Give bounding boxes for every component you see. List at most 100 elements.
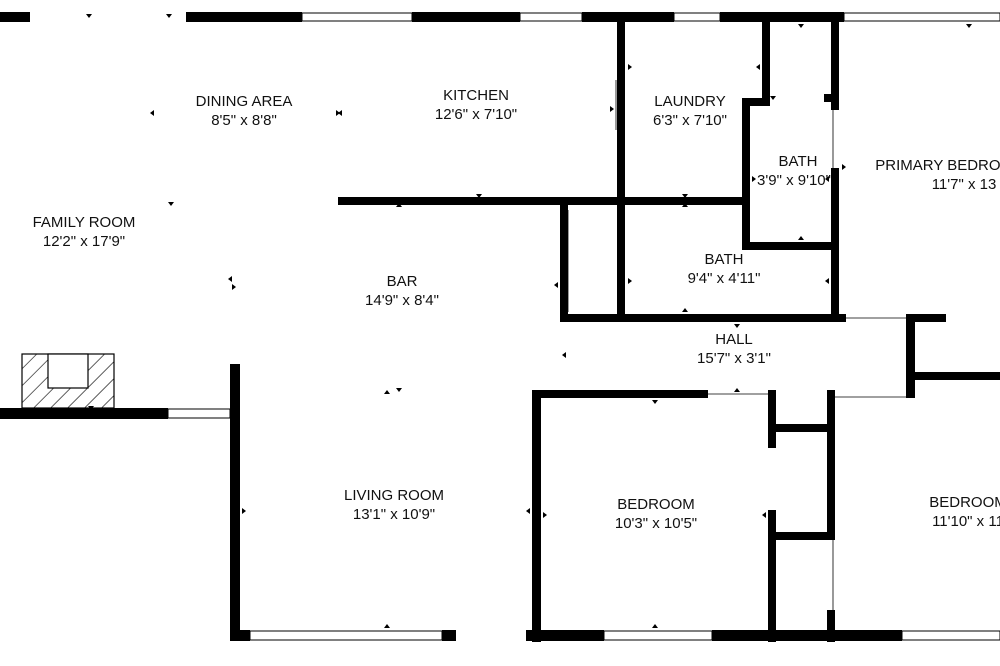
bath-2-dims: 9'4" x 4'11" xyxy=(688,270,761,287)
laundry-dims: 6'3" x 7'10" xyxy=(653,112,727,129)
hall-top-wall xyxy=(560,314,846,322)
bath-2-name: BATH xyxy=(705,251,744,268)
hall-name: HALL xyxy=(715,331,753,348)
bedroom-2-name: BEDROOM xyxy=(929,494,1000,511)
marker-7 xyxy=(168,202,174,206)
openings xyxy=(567,80,906,610)
marker-3 xyxy=(150,110,154,116)
top-wall-a xyxy=(186,12,302,22)
marker-2 xyxy=(166,14,172,18)
family-room-name: FAMILY ROOM xyxy=(33,214,136,231)
room-labels: FAMILY ROOM 12'2" x 17'9" DINING AREA 8'… xyxy=(33,87,1000,532)
marker-11 xyxy=(682,203,688,207)
marker-30 xyxy=(384,390,390,394)
primary-bedroom-name: PRIMARY BEDROOM xyxy=(875,157,1000,174)
bottom-wall-b xyxy=(442,630,456,641)
marker-13 xyxy=(756,64,760,70)
window-top-3 xyxy=(673,12,721,22)
marker-8 xyxy=(396,203,402,207)
laundry-left-wall xyxy=(617,22,625,320)
bar-dims: 14'9" x 8'4" xyxy=(365,292,439,309)
kitchen-dims: 12'6" x 7'10" xyxy=(435,106,517,123)
bedroom1-right-upper xyxy=(768,390,776,448)
closet-right-lower xyxy=(827,610,835,642)
closet-bottom-wall xyxy=(906,372,1000,380)
marker-15 xyxy=(798,24,804,28)
bath1-left-wall xyxy=(742,98,750,250)
hall-dims: 15'7" x 3'1" xyxy=(697,350,771,367)
interior-walls xyxy=(338,22,1000,642)
marker-19 xyxy=(842,164,846,170)
living-room-dims: 13'1" x 10'9" xyxy=(353,506,435,523)
laundry-right-wall-upper xyxy=(762,22,770,106)
family-room-dims: 12'2" x 17'9" xyxy=(43,233,125,250)
marker-35 xyxy=(526,508,530,514)
window-top-4 xyxy=(843,12,1000,22)
bath1-right-lower xyxy=(831,168,839,320)
marker-14 xyxy=(770,96,776,100)
bar-right-wall xyxy=(560,205,568,320)
marker-38 xyxy=(384,624,390,628)
marker-18 xyxy=(825,176,829,182)
laundry-name: LAUNDRY xyxy=(654,93,725,110)
marker-1 xyxy=(86,14,92,18)
bath1-right-notch xyxy=(824,94,839,102)
marker-6 xyxy=(610,106,614,112)
bottom-wall-c xyxy=(526,630,604,641)
bar-name: BAR xyxy=(387,273,418,290)
marker-17 xyxy=(752,176,756,182)
closet-shelf-1 xyxy=(768,424,834,432)
marker-37 xyxy=(762,512,766,518)
window-bottom-2 xyxy=(603,630,713,641)
top-wall-c xyxy=(582,12,674,22)
marker-34 xyxy=(242,508,246,514)
bedroom1-right-lower xyxy=(768,510,776,642)
living-left-wall xyxy=(230,364,240,640)
marker-29 xyxy=(734,388,740,392)
laundry-bath-step xyxy=(742,98,770,106)
marker-26 xyxy=(682,308,688,312)
marker-31 xyxy=(396,388,402,392)
window-bottom-1 xyxy=(249,630,443,641)
marker-28 xyxy=(562,352,566,358)
windows xyxy=(167,12,1000,641)
marker-36 xyxy=(543,512,547,518)
bedroom-1-dims: 10'3" x 10'5" xyxy=(615,515,697,532)
marker-16 xyxy=(798,236,804,240)
bath-1-dims: 3'9" x 9'10" xyxy=(757,172,831,189)
bottom-wall-d xyxy=(712,630,902,641)
bedroom1-top-wall xyxy=(532,390,708,398)
fireplace-icon xyxy=(21,353,115,409)
bath1-bottom-wall xyxy=(742,242,838,250)
window-top-2 xyxy=(519,12,583,22)
bedroom1-left-wall xyxy=(532,390,541,642)
marker-22 xyxy=(232,284,236,290)
marker-21 xyxy=(228,276,232,282)
bedroom-2-dims: 11'10" x 11 xyxy=(932,513,1000,530)
marker-9 xyxy=(476,194,482,198)
exterior-walls xyxy=(0,12,902,641)
dimension-marker-icon xyxy=(86,14,972,628)
kitchen-name: KITCHEN xyxy=(443,87,509,104)
bath1-right-upper xyxy=(831,22,839,110)
top-wall-left xyxy=(0,12,30,22)
marker-10 xyxy=(682,194,688,198)
kitchen-bar-wall xyxy=(338,197,748,205)
window-left-lower xyxy=(167,408,231,419)
marker-5 xyxy=(338,110,342,116)
dining-area-name: DINING AREA xyxy=(196,93,293,110)
living-room-name: LIVING ROOM xyxy=(344,487,444,504)
marker-39 xyxy=(652,624,658,628)
marker-24 xyxy=(628,278,632,284)
top-wall-d xyxy=(720,12,844,22)
bedroom-1-name: BEDROOM xyxy=(617,496,695,513)
top-wall-b xyxy=(412,12,520,22)
dining-area-dims: 8'5" x 8'8" xyxy=(211,112,277,129)
marker-25 xyxy=(825,278,829,284)
marker-27 xyxy=(734,324,740,328)
primary-bedroom-dims: 11'7" x 13 xyxy=(932,176,997,193)
hall-top-right-wall xyxy=(906,314,946,322)
window-bottom-3 xyxy=(901,630,1000,641)
marker-23 xyxy=(554,282,558,288)
